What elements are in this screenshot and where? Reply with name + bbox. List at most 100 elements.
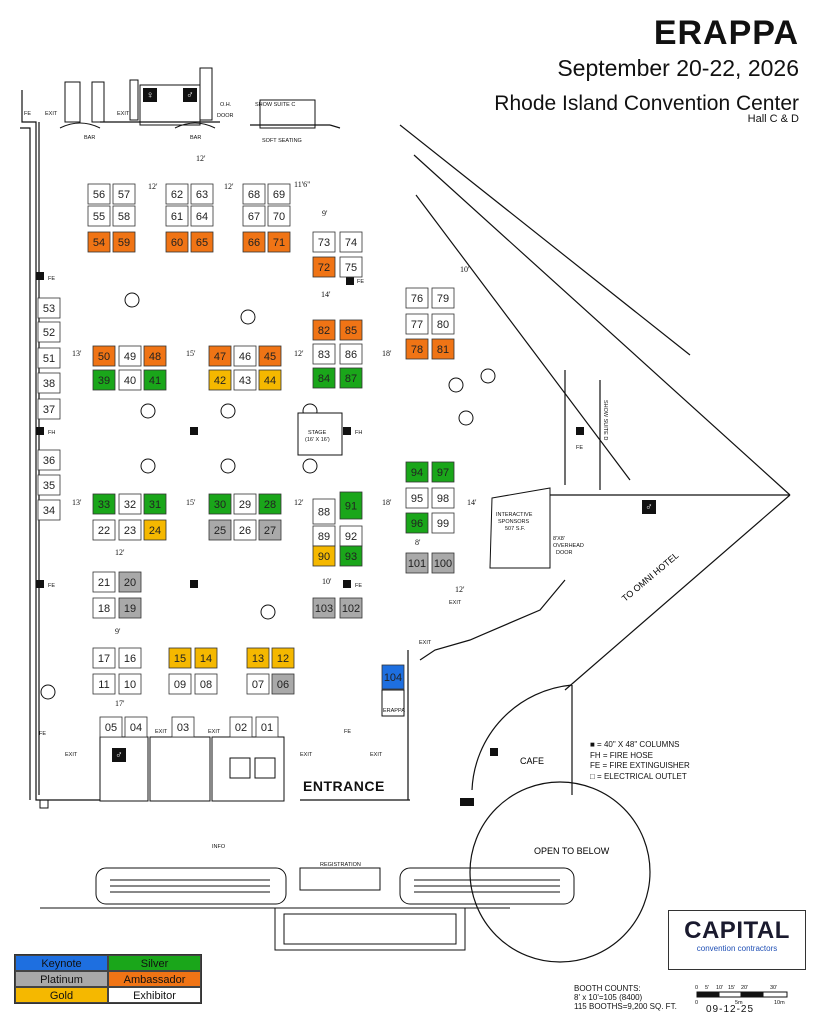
booth-45[interactable]: 45 [258, 345, 282, 367]
booth-14[interactable]: 14 [194, 647, 218, 669]
booth-59[interactable]: 59 [112, 231, 136, 253]
booth-84[interactable]: 84 [312, 367, 336, 389]
booth-25[interactable]: 25 [208, 519, 232, 541]
booth-10[interactable]: 10 [118, 673, 142, 695]
booth-68[interactable]: 68 [242, 183, 266, 205]
booth-36[interactable]: 36 [37, 449, 61, 471]
booth-56[interactable]: 56 [87, 183, 111, 205]
booth-21[interactable]: 21 [92, 571, 116, 593]
booth-65[interactable]: 65 [190, 231, 214, 253]
booth-47[interactable]: 47 [208, 345, 232, 367]
booth-38[interactable]: 38 [37, 372, 61, 394]
booth-82[interactable]: 82 [312, 319, 336, 341]
booth-40[interactable]: 40 [118, 369, 142, 391]
booth-60[interactable]: 60 [165, 231, 189, 253]
booth-101[interactable]: 101 [405, 552, 429, 574]
booth-12[interactable]: 12 [271, 647, 295, 669]
booth-05[interactable]: 05 [99, 716, 123, 738]
booth-54[interactable]: 54 [87, 231, 111, 253]
booth-63[interactable]: 63 [190, 183, 214, 205]
booth-41[interactable]: 41 [143, 369, 167, 391]
booth-01[interactable]: 01 [255, 716, 279, 738]
booth-37[interactable]: 37 [37, 398, 61, 420]
booth-48[interactable]: 48 [143, 345, 167, 367]
booth-39[interactable]: 39 [92, 369, 116, 391]
booth-86[interactable]: 86 [339, 343, 363, 365]
booth-103[interactable]: 103 [312, 597, 336, 619]
booth-87[interactable]: 87 [339, 367, 363, 389]
booth-08[interactable]: 08 [194, 673, 218, 695]
booth-96[interactable]: 96 [405, 512, 429, 534]
booth-20[interactable]: 20 [118, 571, 142, 593]
booth-49[interactable]: 49 [118, 345, 142, 367]
booth-06[interactable]: 06 [271, 673, 295, 695]
booth-92[interactable]: 92 [339, 525, 363, 547]
booth-78[interactable]: 78 [405, 338, 429, 360]
booth-30[interactable]: 30 [208, 493, 232, 515]
booth-33[interactable]: 33 [92, 493, 116, 515]
booth-57[interactable]: 57 [112, 183, 136, 205]
booth-67[interactable]: 67 [242, 205, 266, 227]
booth-31[interactable]: 31 [143, 493, 167, 515]
booth-74[interactable]: 74 [339, 231, 363, 253]
booth-88[interactable]: 88 [312, 498, 336, 525]
booth-50[interactable]: 50 [92, 345, 116, 367]
booth-97[interactable]: 97 [431, 461, 455, 483]
booth-23[interactable]: 23 [118, 519, 142, 541]
booth-61[interactable]: 61 [165, 205, 189, 227]
booth-58[interactable]: 58 [112, 205, 136, 227]
booth-53[interactable]: 53 [37, 297, 61, 319]
booth-13[interactable]: 13 [246, 647, 270, 669]
booth-22[interactable]: 22 [92, 519, 116, 541]
booth-17[interactable]: 17 [92, 647, 116, 669]
booth-29[interactable]: 29 [233, 493, 257, 515]
booth-11[interactable]: 11 [92, 673, 116, 695]
booth-09[interactable]: 09 [168, 673, 192, 695]
booth-04[interactable]: 04 [124, 716, 148, 738]
booth-27[interactable]: 27 [258, 519, 282, 541]
booth-102[interactable]: 102 [339, 597, 363, 619]
booth-69[interactable]: 69 [267, 183, 291, 205]
booth-104[interactable]: 104 [381, 664, 405, 690]
booth-77[interactable]: 77 [405, 313, 429, 335]
booth-89[interactable]: 89 [312, 525, 336, 547]
booth-64[interactable]: 64 [190, 205, 214, 227]
booth-83[interactable]: 83 [312, 343, 336, 365]
booth-80[interactable]: 80 [431, 313, 455, 335]
booth-16[interactable]: 16 [118, 647, 142, 669]
booth-81[interactable]: 81 [431, 338, 455, 360]
booth-51[interactable]: 51 [37, 347, 61, 369]
booth-90[interactable]: 90 [312, 545, 336, 567]
booth-34[interactable]: 34 [37, 499, 61, 521]
booth-71[interactable]: 71 [267, 231, 291, 253]
booth-94[interactable]: 94 [405, 461, 429, 483]
booth-44[interactable]: 44 [258, 369, 282, 391]
booth-85[interactable]: 85 [339, 319, 363, 341]
booth-99[interactable]: 99 [431, 512, 455, 534]
booth-19[interactable]: 19 [118, 597, 142, 619]
booth-02[interactable]: 02 [229, 716, 253, 738]
booth-26[interactable]: 26 [233, 519, 257, 541]
booth-15[interactable]: 15 [168, 647, 192, 669]
booth-24[interactable]: 24 [143, 519, 167, 541]
booth-32[interactable]: 32 [118, 493, 142, 515]
booth-66[interactable]: 66 [242, 231, 266, 253]
booth-28[interactable]: 28 [258, 493, 282, 515]
booth-46[interactable]: 46 [233, 345, 257, 367]
booth-76[interactable]: 76 [405, 287, 429, 309]
booth-75[interactable]: 75 [339, 256, 363, 278]
booth-98[interactable]: 98 [431, 487, 455, 509]
booth-42[interactable]: 42 [208, 369, 232, 391]
booth-03[interactable]: 03 [171, 716, 195, 738]
booth-70[interactable]: 70 [267, 205, 291, 227]
booth-72[interactable]: 72 [312, 256, 336, 278]
booth-35[interactable]: 35 [37, 474, 61, 496]
booth-91[interactable]: 91 [339, 491, 363, 520]
booth-18[interactable]: 18 [92, 597, 116, 619]
booth-100[interactable]: 100 [431, 552, 455, 574]
booth-43[interactable]: 43 [233, 369, 257, 391]
booth-95[interactable]: 95 [405, 487, 429, 509]
booth-52[interactable]: 52 [37, 321, 61, 343]
booth-55[interactable]: 55 [87, 205, 111, 227]
booth-62[interactable]: 62 [165, 183, 189, 205]
